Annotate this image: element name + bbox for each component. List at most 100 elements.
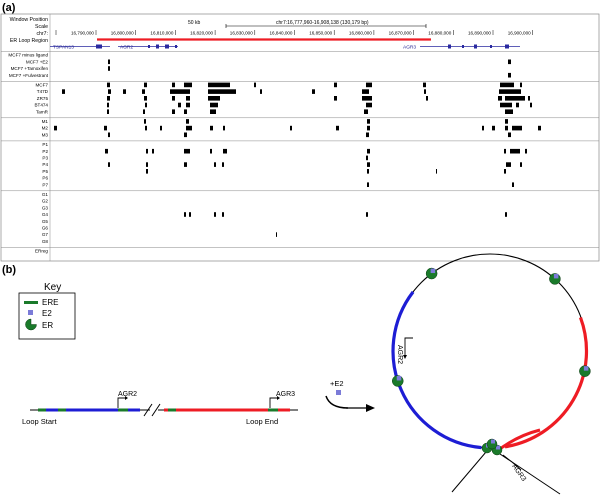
gene-label-agr2: AGR2 [120,45,133,51]
peak-block [210,125,213,131]
peak-block [504,148,506,154]
track-label: G4 [42,212,49,217]
peak-block [222,162,224,167]
peak-block [254,82,256,88]
genome-browser-frame [0,13,600,262]
peak-block [184,212,186,217]
panel-b-label: (b) [2,264,16,276]
key-item-ere: ERE [42,298,58,307]
peak-block [362,89,369,94]
region-text: chr7:16,777,960-16,908,138 (130,179 bp) [276,20,369,26]
peak-block [528,96,530,101]
peak-block [210,148,212,154]
peak-block [107,102,109,108]
e2-swatch [28,310,33,315]
tick-label: 16,790,000 [71,31,94,36]
track-label: G8 [42,239,49,244]
peak-block [520,82,522,88]
peak-block [505,96,525,101]
track-label: P1 [42,142,48,147]
peak-block [208,82,230,88]
peak-block [142,89,145,94]
peak-block [436,169,437,174]
peak-block [510,148,520,154]
peak-block [512,125,522,131]
peak-block [366,82,372,88]
peak-block [362,96,372,101]
track-label: G5 [42,219,49,224]
peak-block [172,96,175,101]
peak-block [367,119,370,124]
peak-block [214,162,216,167]
track-label: ZR75 [37,96,49,101]
peak-block [152,148,154,154]
peak-block [144,82,147,88]
peak-block [276,232,277,237]
key-item-e2: E2 [42,309,52,318]
peak-block [504,169,506,174]
track-label: P4 [42,162,48,167]
peak-block [500,102,512,108]
peak-block [426,96,428,101]
track-label: BT474 [34,103,48,108]
loop-agr3-label: AGR3 [510,463,527,483]
peak-block [367,162,370,167]
track-label: MCF7 [35,83,48,88]
er-complex-icon [391,375,404,387]
track-label: P5 [42,169,48,174]
tick-label: 16,850,000 [309,31,332,36]
peak-block [500,82,514,88]
panel-a-label: (a) [2,2,16,14]
peak-block [54,125,57,131]
ere-swatch [24,301,38,304]
linear-loop-diagram: AGR2 AGR3 Loop Start Loop End [22,391,298,426]
track-label: T47D [37,89,49,94]
peak-block [290,125,292,131]
peak-block [178,102,181,108]
track-label: P7 [42,182,48,187]
peak-block [516,102,519,108]
gene-label-agr3: AGR3 [403,45,416,51]
peak-block [186,125,192,131]
peak-block [146,169,148,174]
tick-label: 16,840,000 [270,31,293,36]
tick-label: 16,820,000 [190,31,213,36]
tick-label: 16,880,000 [428,31,451,36]
track-label: P3 [42,156,48,161]
peak-block [107,96,110,101]
peak-block [492,125,495,131]
peak-block [366,212,368,217]
agr3-promoter-arrow [269,397,278,408]
loop-agr2-label: AGR2 [396,345,403,364]
peak-block [186,119,189,124]
peak-block [214,212,216,217]
peak-block [186,96,190,101]
tick-label: 16,860,000 [349,31,372,36]
peak-block [505,125,508,131]
peak-block [367,182,369,187]
peak-block [423,82,426,88]
peak-block [186,102,190,108]
chrom-label: chr7: [36,31,48,37]
peak-block [172,109,175,114]
loop-agr3-arrow [502,454,522,471]
key-item-er: ER [42,321,53,330]
peak-block [145,102,147,108]
peak-block [104,125,107,131]
peak-block [508,132,511,138]
peak-block [184,162,187,167]
agr2-linear-label: AGR2 [118,391,137,398]
tick-label: 16,870,000 [389,31,412,36]
peak-block [499,89,521,94]
tick-label: 16,810,000 [150,31,173,36]
track-label: G1 [42,192,49,197]
chromatin-loop: AGR2 AGR3 [391,253,589,495]
peak-block [366,102,372,108]
peak-block [525,148,527,154]
peak-block [184,132,187,138]
track-label: TamR [36,109,49,114]
peak-block [223,125,225,131]
